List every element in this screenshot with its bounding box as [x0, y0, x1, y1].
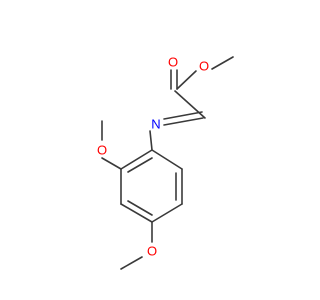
label-bg [149, 117, 163, 131]
label-bg [145, 244, 159, 258]
bonds [101, 56, 234, 270]
bond-ring-6-1 [151, 149, 183, 170]
label-bg [197, 59, 211, 73]
label-bg [95, 143, 109, 157]
bond-ring-inner-b [127, 200, 153, 216]
bond-imine-double-2 [163, 111, 203, 120]
bond-ring-o-methoxy-2 [101, 157, 122, 170]
atom-o-carbonyl: O [166, 55, 180, 70]
structure-diagram: O O N O O [95, 55, 234, 270]
atom-o-ester-label: O [199, 59, 209, 74]
bond-ring-3-4 [120, 203, 153, 223]
bond-ring-4-5 [151, 203, 183, 223]
atom-o-carbonyl-label: O [168, 55, 178, 70]
bond-imine-double-1 [163, 117, 204, 126]
bond-ring-inner-a [127, 157, 153, 173]
atom-o-methoxy-4-label: O [147, 244, 157, 259]
bond-ester-o-carbonyl-c [176, 70, 197, 90]
bond-o-methyl-4 [120, 256, 143, 270]
atom-n-imine-label: N [151, 117, 160, 132]
atom-o-ester: O [197, 59, 211, 74]
bond-methyl-ester-o [211, 56, 234, 70]
bond-carbonyl-c-ch [174, 90, 206, 119]
atom-n-imine: N [149, 117, 163, 132]
atom-o-methoxy-2-label: O [97, 143, 107, 158]
label-bg [166, 55, 180, 69]
bond-n-ring [149, 130, 153, 151]
bond-ring-1-2 [120, 149, 153, 170]
atom-o-methoxy-4: O [145, 244, 159, 259]
atom-labels: O O N O O [95, 55, 211, 259]
atom-o-methoxy-2: O [95, 143, 109, 158]
